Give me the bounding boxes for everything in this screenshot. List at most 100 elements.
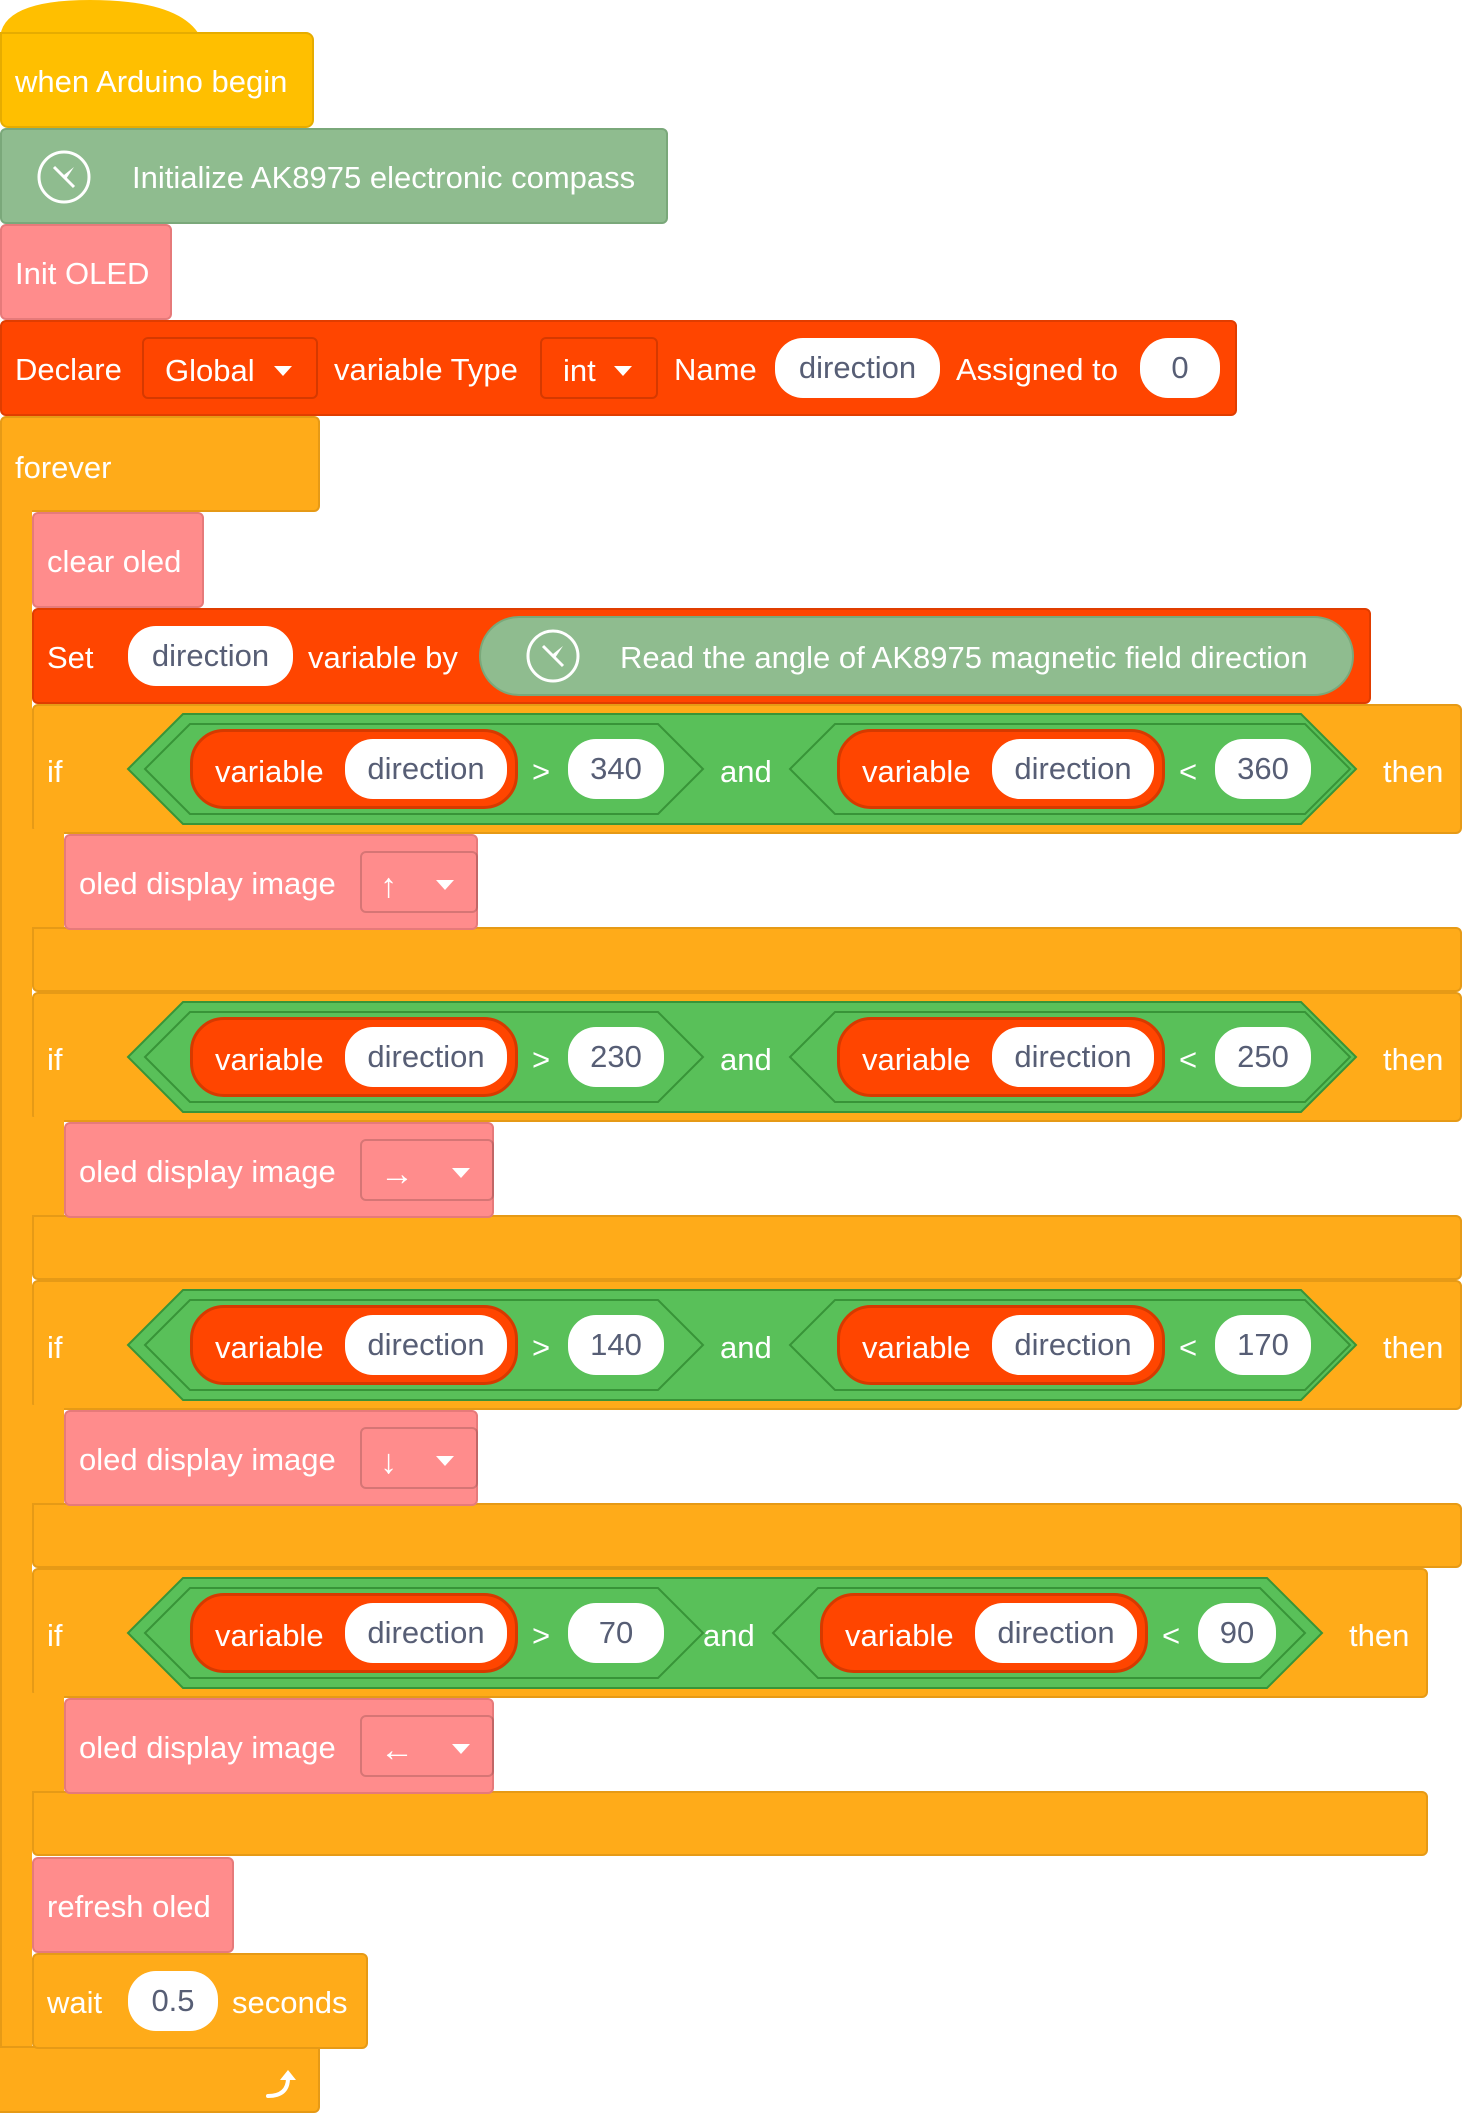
greater-than-label: > [532,1618,551,1653]
then-label: then [1383,754,1444,789]
chevron-down-icon [614,366,632,376]
forever-arm [0,500,32,2113]
arrow-image-icon: → [380,1155,414,1193]
then-label: then [1383,1330,1444,1365]
variable-name-input[interactable]: direction [345,1603,507,1663]
variable-label: variable [862,754,971,789]
lower-bound-input[interactable]: 140 [568,1315,664,1375]
scope-dropdown[interactable]: Global [142,337,318,399]
oled-display-image-block[interactable] [64,834,478,930]
if-block-arm [32,1405,64,1503]
lower-bound-input[interactable]: 230 [568,1027,664,1087]
if-label: if [47,754,63,789]
if-block-arm [32,829,64,927]
variable-label: variable [215,1618,324,1653]
oled-display-image-label: oled display image [79,1154,336,1189]
image-dropdown[interactable]: ↓ [360,1427,478,1489]
wait-label: wait [47,1985,103,2020]
read-angle-label: Read the angle of AK8975 magnetic field … [620,640,1308,675]
initial-value-input[interactable]: 0 [1140,338,1220,398]
variable-label: variable [845,1618,954,1653]
refresh-oled-label: refresh oled [47,1889,211,1924]
image-dropdown[interactable]: ← [360,1715,494,1777]
if-label: if [47,1042,63,1077]
upper-bound-input[interactable]: 170 [1215,1315,1311,1375]
greater-than-label: > [532,754,551,789]
image-dropdown[interactable]: → [360,1139,494,1201]
variable-label: variable [215,754,324,789]
forever-label: forever [15,450,112,485]
type-dropdown[interactable]: int [540,337,658,399]
if-block-arm [32,1693,64,1791]
clear-oled-label: clear oled [47,544,182,579]
oled-display-image-label: oled display image [79,866,336,901]
forever-block[interactable] [0,416,320,512]
chevron-down-icon [452,1168,470,1178]
oled-display-image-block[interactable] [64,1410,478,1506]
less-than-label: < [1179,1330,1198,1365]
less-than-label: < [1179,754,1198,789]
upper-bound-input[interactable]: 250 [1215,1027,1311,1087]
clear-oled-block[interactable] [32,512,204,608]
oled-display-image-block[interactable] [64,1122,494,1218]
upper-bound-input[interactable]: 360 [1215,739,1311,799]
hat-label: when Arduino begin [15,64,288,99]
seconds-label: seconds [232,1985,348,2020]
chevron-down-icon [452,1744,470,1754]
and-label: and [703,1618,755,1653]
variable-name-input[interactable]: direction [345,1027,507,1087]
variable-name-input[interactable]: direction [992,1315,1154,1375]
declare-label: Declare [15,352,122,387]
name-label: Name [674,352,757,387]
if-block-footer [32,1791,1428,1856]
type-label: variable Type [334,352,518,387]
set-label: Set [47,640,94,675]
read-angle-reporter[interactable] [479,616,1354,696]
lower-bound-input[interactable]: 70 [568,1603,664,1663]
lower-bound-input[interactable]: 340 [568,739,664,799]
initialize-compass-block[interactable] [0,128,668,224]
greater-than-label: > [532,1330,551,1365]
then-label: then [1349,1618,1410,1653]
oled-display-image-block[interactable] [64,1698,494,1794]
compass-init-label: Initialize AK8975 electronic compass [132,160,636,195]
if-block-arm [32,1117,64,1215]
and-label: and [720,1042,772,1077]
variable-name-input[interactable]: direction [992,739,1154,799]
then-label: then [1383,1042,1444,1077]
greater-than-label: > [532,1042,551,1077]
scope-value: Global [165,353,255,388]
set-variable-input[interactable]: direction [128,626,293,686]
if-label: if [47,1618,63,1653]
loop-arrow-icon [266,2070,296,2098]
init-oled-label: Init OLED [15,256,150,291]
refresh-oled-block[interactable] [32,1857,234,1953]
type-value: int [563,353,596,388]
upper-bound-input[interactable]: 90 [1198,1603,1276,1663]
hat-cap [0,0,200,40]
variable-name-input[interactable]: direction [775,338,940,398]
if-block-footer [32,1215,1462,1280]
chevron-down-icon [436,1456,454,1466]
if-label: if [47,1330,63,1365]
variable-label: variable [862,1330,971,1365]
arrow-image-icon: ← [380,1731,414,1769]
assigned-to-label: Assigned to [956,352,1118,387]
variable-name-input[interactable]: direction [975,1603,1137,1663]
chevron-down-icon [274,366,292,376]
compass-icon [526,629,580,683]
init-oled-block[interactable] [0,224,172,320]
if-block-footer [32,1503,1462,1568]
variable-label: variable [862,1042,971,1077]
variable-name-input[interactable]: direction [345,1315,507,1375]
chevron-down-icon [436,880,454,890]
variable-name-input[interactable]: direction [345,739,507,799]
oled-display-image-label: oled display image [79,1442,336,1477]
and-label: and [720,1330,772,1365]
forever-bottom [0,2046,320,2113]
wait-seconds-input[interactable]: 0.5 [128,1971,218,2031]
variable-name-input[interactable]: direction [992,1027,1154,1087]
less-than-label: < [1179,1042,1198,1077]
when-arduino-begin-block[interactable] [0,32,314,128]
image-dropdown[interactable]: ↑ [360,851,478,913]
